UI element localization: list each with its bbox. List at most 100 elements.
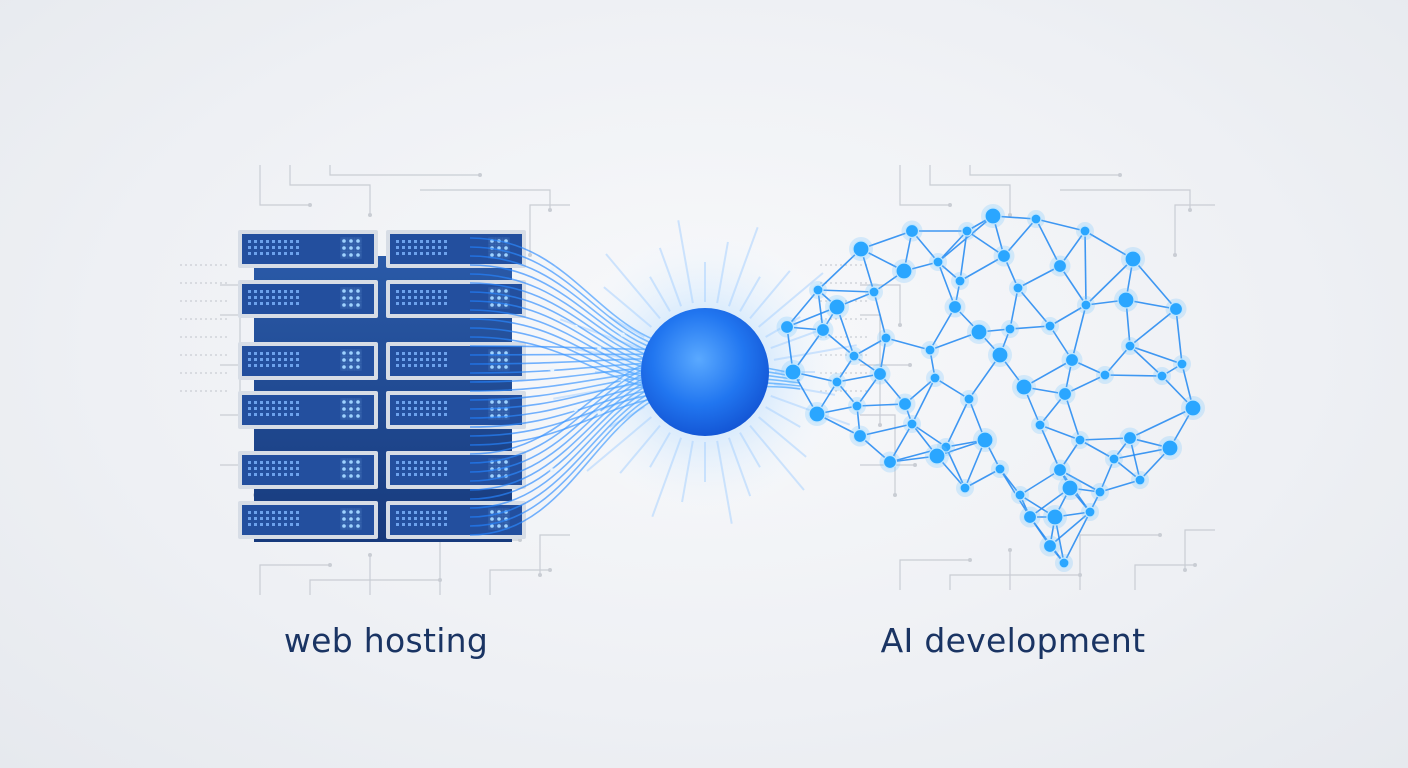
- server-vent: [248, 252, 251, 255]
- server-vent: [414, 517, 417, 520]
- neural-connection: [817, 248, 862, 291]
- server-vent: [272, 467, 275, 470]
- server-vent: [414, 401, 417, 404]
- server-vent: [408, 413, 411, 416]
- server-vent: [248, 407, 251, 410]
- server-led: [349, 510, 353, 514]
- server-vent: [396, 296, 399, 299]
- neural-node: [1034, 419, 1046, 431]
- web-hosting-label: web hosting: [283, 621, 489, 660]
- server-vent: [396, 246, 399, 249]
- server-vent: [248, 358, 251, 361]
- server-led: [342, 467, 346, 471]
- neural-connection: [1064, 374, 1106, 395]
- server-vent: [420, 302, 423, 305]
- neural-connection: [1099, 479, 1141, 493]
- server-vent: [402, 407, 405, 410]
- server-vent: [426, 407, 429, 410]
- neural-connection: [860, 230, 913, 250]
- orb-ray: [728, 437, 752, 497]
- server-led: [490, 358, 494, 362]
- server-led: [356, 358, 360, 362]
- server-vent: [296, 352, 299, 355]
- circuit-pad: [538, 573, 542, 577]
- server-vent: [402, 252, 405, 255]
- neural-connection: [934, 377, 970, 400]
- server-vent: [396, 467, 399, 470]
- neural-node: [1057, 386, 1073, 402]
- server-vent: [254, 290, 257, 293]
- server-vent: [284, 413, 287, 416]
- server-vent: [438, 523, 441, 526]
- neural-node: [947, 299, 963, 315]
- server-vent: [296, 407, 299, 410]
- server-vent: [402, 467, 405, 470]
- server-vent: [260, 302, 263, 305]
- circuit-pad: [908, 363, 912, 367]
- orb-ray: [605, 253, 661, 320]
- server-vent: [438, 413, 441, 416]
- server-vent: [396, 358, 399, 361]
- server-led: [356, 467, 360, 471]
- server-vent: [426, 467, 429, 470]
- server-unit: [238, 451, 378, 489]
- neural-node: [882, 454, 898, 470]
- server-led: [356, 253, 360, 257]
- neural-connection: [1049, 511, 1091, 547]
- server-vent: [290, 290, 293, 293]
- neural-node: [1176, 358, 1188, 370]
- server-vent: [260, 352, 263, 355]
- server-vent: [438, 517, 441, 520]
- server-vent: [444, 240, 447, 243]
- server-vent: [290, 473, 293, 476]
- orb-ray: [658, 247, 682, 307]
- server-vent: [260, 296, 263, 299]
- neural-connection: [1017, 265, 1061, 289]
- server-vent: [402, 517, 405, 520]
- neural-connection: [1132, 258, 1177, 310]
- server-vent: [396, 290, 399, 293]
- server-vent: [438, 352, 441, 355]
- server-vent: [432, 511, 435, 514]
- circuit-pad: [478, 173, 482, 177]
- server-vent: [408, 407, 411, 410]
- orb-ray: [728, 226, 759, 307]
- server-led: [497, 289, 501, 293]
- server-vent: [254, 352, 257, 355]
- server-led: [342, 407, 346, 411]
- server-vent: [254, 401, 257, 404]
- server-vent: [260, 401, 263, 404]
- orb-ray: [749, 424, 805, 491]
- server-vent: [438, 296, 441, 299]
- server-vent: [260, 511, 263, 514]
- server-vent: [248, 473, 251, 476]
- orb-ray: [586, 416, 653, 472]
- neural-node: [872, 366, 888, 382]
- neural-connection: [1129, 345, 1183, 365]
- circuit-pad: [548, 568, 552, 572]
- server-led: [349, 467, 353, 471]
- server-vent: [402, 358, 405, 361]
- server-led: [342, 365, 346, 369]
- neural-node: [959, 482, 971, 494]
- server-vent: [278, 246, 281, 249]
- server-vent: [396, 364, 399, 367]
- server-vent: [266, 517, 269, 520]
- neural-connection: [889, 423, 913, 463]
- server-led: [504, 365, 508, 369]
- server-led: [349, 517, 353, 521]
- server-vent: [408, 364, 411, 367]
- server-vent: [278, 358, 281, 361]
- server-led: [356, 517, 360, 521]
- neural-connection: [1059, 230, 1086, 267]
- neural-node: [828, 298, 846, 316]
- server-vent: [260, 240, 263, 243]
- neural-connection: [1035, 218, 1061, 267]
- server-vent: [290, 364, 293, 367]
- neural-node: [940, 441, 952, 453]
- neural-node: [928, 447, 946, 465]
- neural-node: [784, 363, 802, 381]
- server-led: [349, 400, 353, 404]
- server-vent: [296, 413, 299, 416]
- server-unit: [386, 280, 526, 318]
